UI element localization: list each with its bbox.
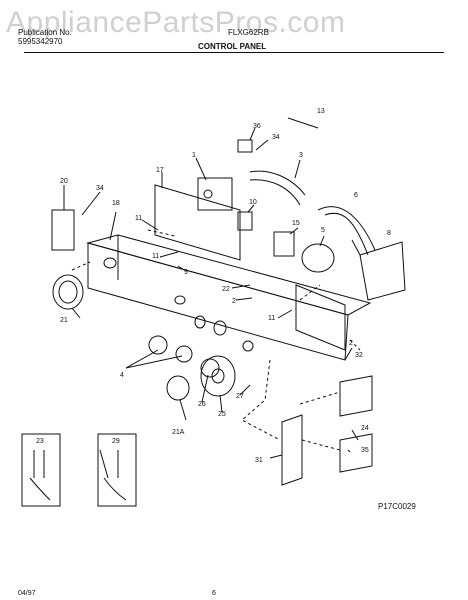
callout-6: 6 xyxy=(354,192,358,199)
callout-4: 4 xyxy=(120,372,124,379)
callout-5: 5 xyxy=(321,227,325,234)
section-title: CONTROL PANEL xyxy=(198,42,267,51)
model-number: FLXG62RB xyxy=(228,28,269,37)
knob-4b xyxy=(175,345,193,363)
callout-2b: 2 xyxy=(349,340,353,347)
callout-26: 26 xyxy=(198,401,206,408)
callout-21: 21 xyxy=(60,317,68,324)
selector-switch xyxy=(273,231,295,257)
callout-3: 3 xyxy=(299,152,303,159)
callout-24: 24 xyxy=(361,425,369,432)
publication-label: Publication No. xyxy=(18,28,72,37)
knob-21a xyxy=(166,375,190,401)
callout-27: 27 xyxy=(236,393,244,400)
callout-36: 36 xyxy=(253,123,261,130)
wire-harness-main xyxy=(249,170,306,206)
bracket-31 xyxy=(281,414,303,486)
callout-25: 25 xyxy=(218,411,226,418)
callout-32: 32 xyxy=(355,352,363,359)
control-panel-face xyxy=(87,242,349,361)
control-box xyxy=(359,241,406,301)
callout-11: 11 xyxy=(135,215,142,222)
header-rule xyxy=(24,52,444,53)
callout-2: 2 xyxy=(232,298,236,305)
knob-26 xyxy=(200,358,220,378)
footer-date: 04/97 xyxy=(18,590,36,597)
callout-22: 22 xyxy=(222,286,230,293)
callout-9: 9 xyxy=(184,269,188,276)
callout-18: 18 xyxy=(112,200,120,207)
callout-13: 13 xyxy=(317,108,325,115)
inset-box-23 xyxy=(21,433,61,507)
callout-17: 17 xyxy=(156,167,164,174)
left-end-bracket xyxy=(51,209,75,251)
part-callouts: 13 36 34 1 3 17 20 34 18 11 10 6 15 8 5 … xyxy=(36,108,391,464)
callout-35: 35 xyxy=(361,447,369,454)
mounting-plate xyxy=(154,184,241,261)
wire-harness-secondary xyxy=(317,206,376,256)
callout-10: 10 xyxy=(249,199,257,206)
timer xyxy=(197,177,233,211)
callout-34: 34 xyxy=(272,134,280,141)
callout-20: 20 xyxy=(60,178,68,185)
publication-number: 5995342970 xyxy=(18,37,63,46)
callout-15: 15 xyxy=(292,220,300,227)
knob-25 xyxy=(200,355,236,397)
drawing-code: P17C0029 xyxy=(378,502,416,511)
inset-label-23: 23 xyxy=(36,438,44,445)
callout-31: 31 xyxy=(255,457,263,464)
callout-21a: 21A xyxy=(172,429,185,436)
callout-34b: 34 xyxy=(96,185,104,192)
inset-label-29: 29 xyxy=(112,438,120,445)
pressure-switch xyxy=(301,243,335,273)
watermark-text: AppliancePartsPros.com xyxy=(6,6,346,39)
callout-11c: 11 xyxy=(268,315,275,322)
inset-box-29 xyxy=(97,433,137,507)
terminal-block xyxy=(237,211,253,231)
knob-4a xyxy=(148,335,168,355)
callout-8: 8 xyxy=(387,230,391,237)
bracket-32 xyxy=(339,375,373,417)
callout-1: 1 xyxy=(192,152,196,159)
knob-21 xyxy=(52,274,84,310)
footer-page-number: 6 xyxy=(212,590,216,597)
callout-11b: 11 xyxy=(152,253,159,260)
